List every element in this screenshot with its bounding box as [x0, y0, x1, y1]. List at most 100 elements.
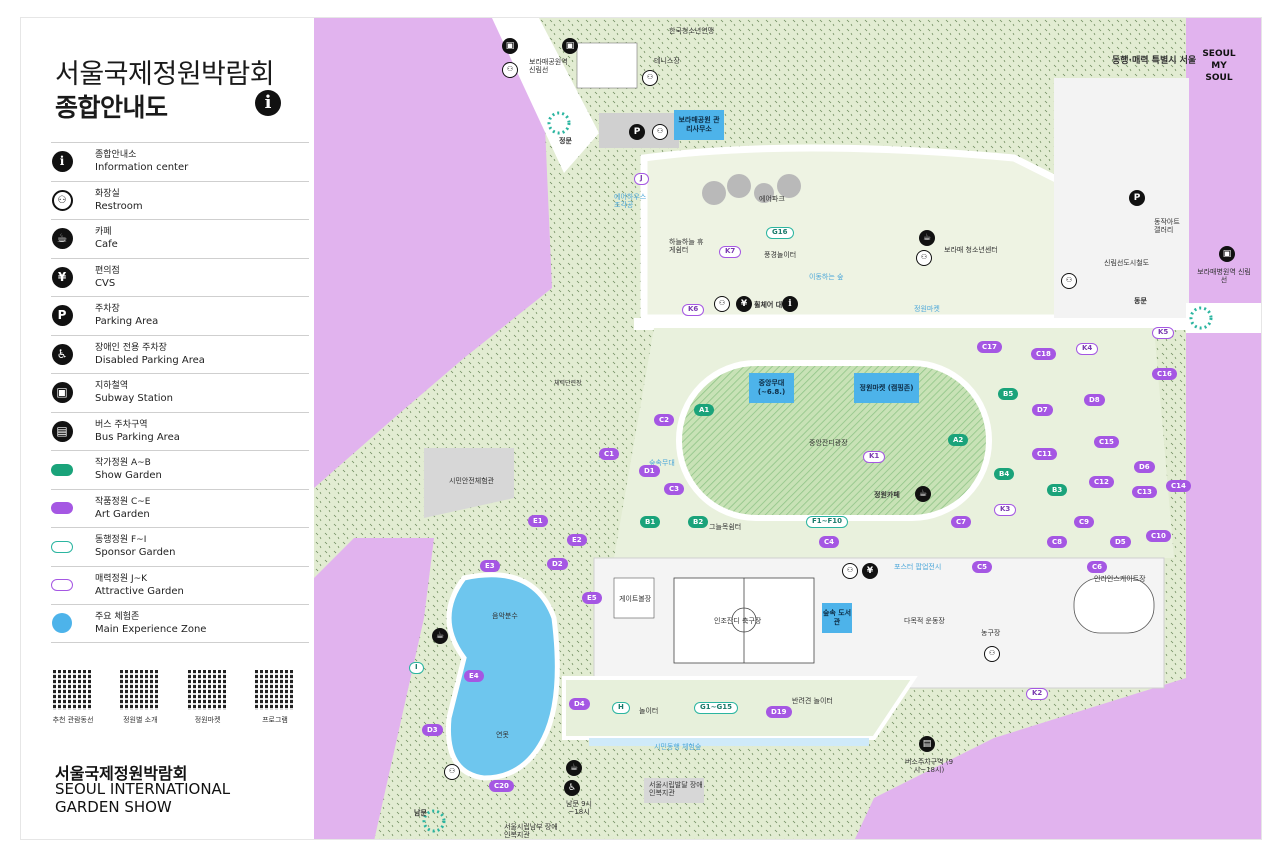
cvs-icon[interactable]: ¥	[862, 563, 878, 579]
garden-pin-B5[interactable]: B5	[998, 388, 1019, 400]
garden-pin-C14[interactable]: C14	[1166, 480, 1191, 492]
qr-code-row: 추천 관람동선 정원별 소개 정원마켓 프로그램	[49, 670, 299, 725]
garden-pin-C17[interactable]: C17	[977, 341, 1002, 353]
garden-pin-E5[interactable]: E5	[582, 592, 602, 604]
info-icon: i	[51, 151, 73, 173]
disabled-parking-icon[interactable]: ♿	[564, 780, 580, 796]
garden-pin-C11[interactable]: C11	[1032, 448, 1057, 460]
garden-pin-J[interactable]: J	[634, 173, 649, 185]
garden-pin-D3[interactable]: D3	[422, 724, 443, 736]
garden-pin-A1[interactable]: A1	[694, 404, 715, 416]
park-map[interactable]: SEOUL MY SOUL 동행·매력 특별시 서울 정문 동문 남문 보라매공…	[314, 18, 1261, 839]
garden-pin-C2[interactable]: C2	[654, 414, 675, 426]
qr-code-icon[interactable]	[254, 670, 295, 710]
bus-icon[interactable]: ▤	[919, 736, 935, 752]
qr-code-icon[interactable]	[120, 670, 161, 710]
garden-pin-D1[interactable]: D1	[639, 465, 660, 477]
garden-pin-B2[interactable]: B2	[688, 516, 709, 528]
restroom-icon[interactable]: ⚇	[842, 563, 858, 579]
restroom-icon[interactable]: ⚇	[1061, 273, 1077, 289]
garden-pin-D2[interactable]: D2	[547, 558, 568, 570]
restroom-icon[interactable]: ⚇	[444, 764, 460, 780]
garden-pin-C16[interactable]: C16	[1152, 368, 1177, 380]
garden-pin-E1[interactable]: E1	[528, 515, 548, 527]
garden-pin-C13[interactable]: C13	[1132, 486, 1157, 498]
garden-pin-C7[interactable]: C7	[951, 516, 972, 528]
garden-pin-E3[interactable]: E3	[480, 560, 500, 572]
garden-pin-K4[interactable]: K4	[1076, 343, 1099, 355]
garden-pin-B1[interactable]: B1	[640, 516, 661, 528]
qr-garden-market[interactable]: 정원마켓	[184, 670, 232, 725]
sillim-station-label: 신림선도시철도	[1104, 259, 1150, 267]
qr-label: 정원마켓	[194, 716, 221, 724]
qr-code-icon[interactable]	[187, 670, 228, 710]
garden-pin-D8[interactable]: D8	[1084, 394, 1105, 406]
garden-pin-I[interactable]: I	[409, 662, 424, 674]
cvs-icon[interactable]: ¥	[736, 296, 752, 312]
garden-pin-E4[interactable]: E4	[464, 670, 484, 682]
restroom-icon[interactable]: ⚇	[502, 62, 518, 78]
qr-label: 추천 관람동선	[52, 716, 94, 724]
qr-program[interactable]: 프로그램	[251, 670, 299, 725]
garden-pin-K2[interactable]: K2	[1026, 688, 1049, 700]
parking-icon[interactable]: P	[1129, 190, 1145, 206]
garden-pin-K5[interactable]: K5	[1152, 327, 1175, 339]
welfare-center-label: 서울시립발달 장애인복지관	[649, 781, 703, 797]
citizen-garden-label: 시민동행 체험숲	[654, 743, 702, 751]
map-base-drawing	[314, 18, 1261, 839]
garden-pin-C12[interactable]: C12	[1089, 476, 1114, 488]
cafe-icon[interactable]: ☕	[919, 230, 935, 246]
citizen-garden-path	[589, 738, 869, 746]
garden-pin-G1-G15[interactable]: G1~G15	[694, 702, 738, 714]
garden-pin-F1-F10[interactable]: F1~F10	[806, 516, 849, 528]
garden-pin-D7[interactable]: D7	[1032, 404, 1053, 416]
garden-pin-D6[interactable]: D6	[1134, 461, 1155, 473]
restroom-icon[interactable]: ⚇	[652, 124, 668, 140]
garden-pin-C4[interactable]: C4	[819, 536, 840, 548]
restroom-icon[interactable]: ⚇	[984, 646, 1000, 662]
qr-code-icon[interactable]	[53, 670, 93, 710]
garden-pin-D5[interactable]: D5	[1110, 536, 1131, 548]
garden-pin-D4[interactable]: D4	[569, 698, 590, 710]
garden-pin-C20[interactable]: C20	[489, 780, 514, 792]
subway-icon[interactable]: ▣	[1219, 246, 1235, 262]
garden-pin-G16[interactable]: G16	[766, 227, 794, 239]
info-icon[interactable]: i	[782, 296, 798, 312]
garden-pin-K6[interactable]: K6	[682, 304, 705, 316]
garden-pin-K3[interactable]: K3	[994, 504, 1017, 516]
garden-pin-D19[interactable]: D19	[766, 706, 792, 718]
legend-label-en: Show Garden	[95, 470, 162, 482]
subway-icon[interactable]: ▣	[562, 38, 578, 54]
garden-pin-C5[interactable]: C5	[972, 561, 993, 573]
cafe-icon[interactable]: ☕	[915, 486, 931, 502]
restroom-icon[interactable]: ⚇	[714, 296, 730, 312]
restroom-icon[interactable]: ⚇	[916, 250, 932, 266]
subway-icon[interactable]: ▣	[502, 38, 518, 54]
garden-pin-C6[interactable]: C6	[1087, 561, 1108, 573]
garden-pin-K7[interactable]: K7	[719, 246, 742, 258]
garden-pin-A2[interactable]: A2	[948, 434, 969, 446]
garden-pin-B4[interactable]: B4	[994, 468, 1015, 480]
parking-icon[interactable]: P	[629, 124, 645, 140]
qr-garden-intro[interactable]: 정원별 소개	[116, 670, 164, 725]
garden-pin-C3[interactable]: C3	[664, 483, 685, 495]
garden-pin-C10[interactable]: C10	[1146, 530, 1171, 542]
garden-pin-B3[interactable]: B3	[1047, 484, 1068, 496]
north-area	[640, 144, 1078, 322]
cafe-icon[interactable]: ☕	[432, 628, 448, 644]
cafe-icon[interactable]: ☕	[566, 760, 582, 776]
garden-pin-C1[interactable]: C1	[599, 448, 620, 460]
garden-pin-C8[interactable]: C8	[1047, 536, 1068, 548]
restroom-icon[interactable]: ⚇	[642, 70, 658, 86]
garden-pin-C18[interactable]: C18	[1031, 348, 1056, 360]
sports-center-label: 체력단련장	[554, 380, 582, 387]
garden-pin-H[interactable]: H	[612, 702, 630, 714]
garden-pin-C15[interactable]: C15	[1094, 436, 1119, 448]
outside-area-west	[314, 18, 552, 488]
qr-recommended-route[interactable]: 추천 관람동선	[49, 670, 97, 725]
garden-pin-C9[interactable]: C9	[1074, 516, 1095, 528]
garden-pin-K1[interactable]: K1	[863, 451, 886, 463]
garden-pin-E2[interactable]: E2	[567, 534, 587, 546]
